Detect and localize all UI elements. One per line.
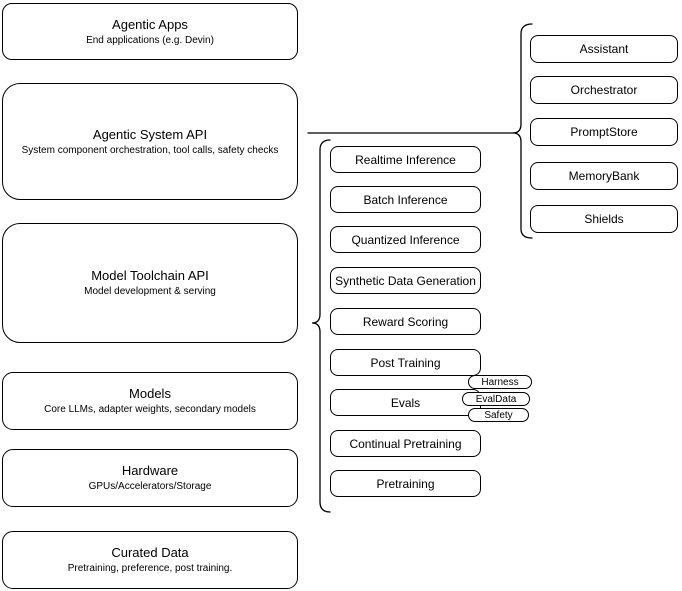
toolchain-item-realtime-inference: Realtime Inference <box>330 146 481 173</box>
toolchain-item-label: Continual Pretraining <box>349 436 462 451</box>
evals-tag-label: Safety <box>484 409 513 421</box>
node-title: Hardware <box>121 463 179 478</box>
node-model-toolchain-api: Model Toolchain API Model development & … <box>2 223 298 343</box>
toolchain-item-label: Reward Scoring <box>362 314 449 329</box>
toolchain-item-label: Quantized Inference <box>351 232 460 247</box>
node-agentic-apps: Agentic Apps End applications (e.g. Devi… <box>2 3 298 60</box>
node-hardware: Hardware GPUs/Accelerators/Storage <box>2 449 298 507</box>
component-promptstore: PromptStore <box>530 118 678 146</box>
component-assistant: Assistant <box>530 35 678 63</box>
node-models: Models Core LLMs, adapter weights, secon… <box>2 372 298 430</box>
component-memorybank: MemoryBank <box>530 162 678 190</box>
toolchain-item-label: Synthetic Data Generation <box>335 273 476 288</box>
evals-tag-harness: Harness <box>468 375 532 389</box>
toolchain-brace <box>311 139 331 513</box>
node-subtitle: Core LLMs, adapter weights, secondary mo… <box>44 404 256 415</box>
toolchain-item-label: Realtime Inference <box>355 152 456 167</box>
toolchain-item-continual-pretraining: Continual Pretraining <box>330 430 481 457</box>
node-subtitle: GPUs/Accelerators/Storage <box>88 481 212 492</box>
toolchain-item-label: Post Training <box>370 355 441 370</box>
node-agentic-system-api: Agentic System API System component orch… <box>2 83 298 200</box>
node-curated-data: Curated Data Pretraining, preference, po… <box>2 531 298 589</box>
evals-tag-label: EvalData <box>475 393 517 405</box>
component-label: MemoryBank <box>568 169 640 183</box>
toolchain-item-post-training: Post Training <box>330 349 481 376</box>
component-label: Shields <box>584 212 624 226</box>
toolchain-item-pretraining: Pretraining <box>330 470 481 497</box>
node-subtitle: End applications (e.g. Devin) <box>86 34 214 46</box>
evals-tag-safety: Safety <box>468 408 529 422</box>
component-shields: Shields <box>530 205 678 233</box>
node-title: Agentic Apps <box>112 16 188 32</box>
toolchain-item-label: Pretraining <box>376 476 435 491</box>
toolchain-item-synthetic-data-generation: Synthetic Data Generation <box>330 267 481 294</box>
node-subtitle: Pretraining, preference, post training. <box>67 563 233 574</box>
node-title: Curated Data <box>111 545 189 560</box>
toolchain-item-evals: Evals <box>330 389 481 416</box>
component-label: Orchestrator <box>570 83 638 97</box>
component-orchestrator: Orchestrator <box>530 76 678 104</box>
toolchain-item-label: Batch Inference <box>363 192 448 207</box>
component-label: Assistant <box>579 42 629 56</box>
node-subtitle: Model development & serving <box>84 286 216 297</box>
node-title: Model Toolchain API <box>91 268 209 283</box>
component-label: PromptStore <box>570 125 638 139</box>
toolchain-item-batch-inference: Batch Inference <box>330 186 481 213</box>
toolchain-item-reward-scoring: Reward Scoring <box>330 308 481 335</box>
evals-tag-evaldata: EvalData <box>462 392 530 406</box>
toolchain-item-quantized-inference: Quantized Inference <box>330 226 481 253</box>
node-subtitle: System component orchestration, tool cal… <box>21 144 279 156</box>
node-title: Models <box>129 386 171 401</box>
toolchain-item-label: Evals <box>390 395 421 410</box>
evals-tag-label: Harness <box>481 376 519 388</box>
node-title: Agentic System API <box>92 126 208 142</box>
